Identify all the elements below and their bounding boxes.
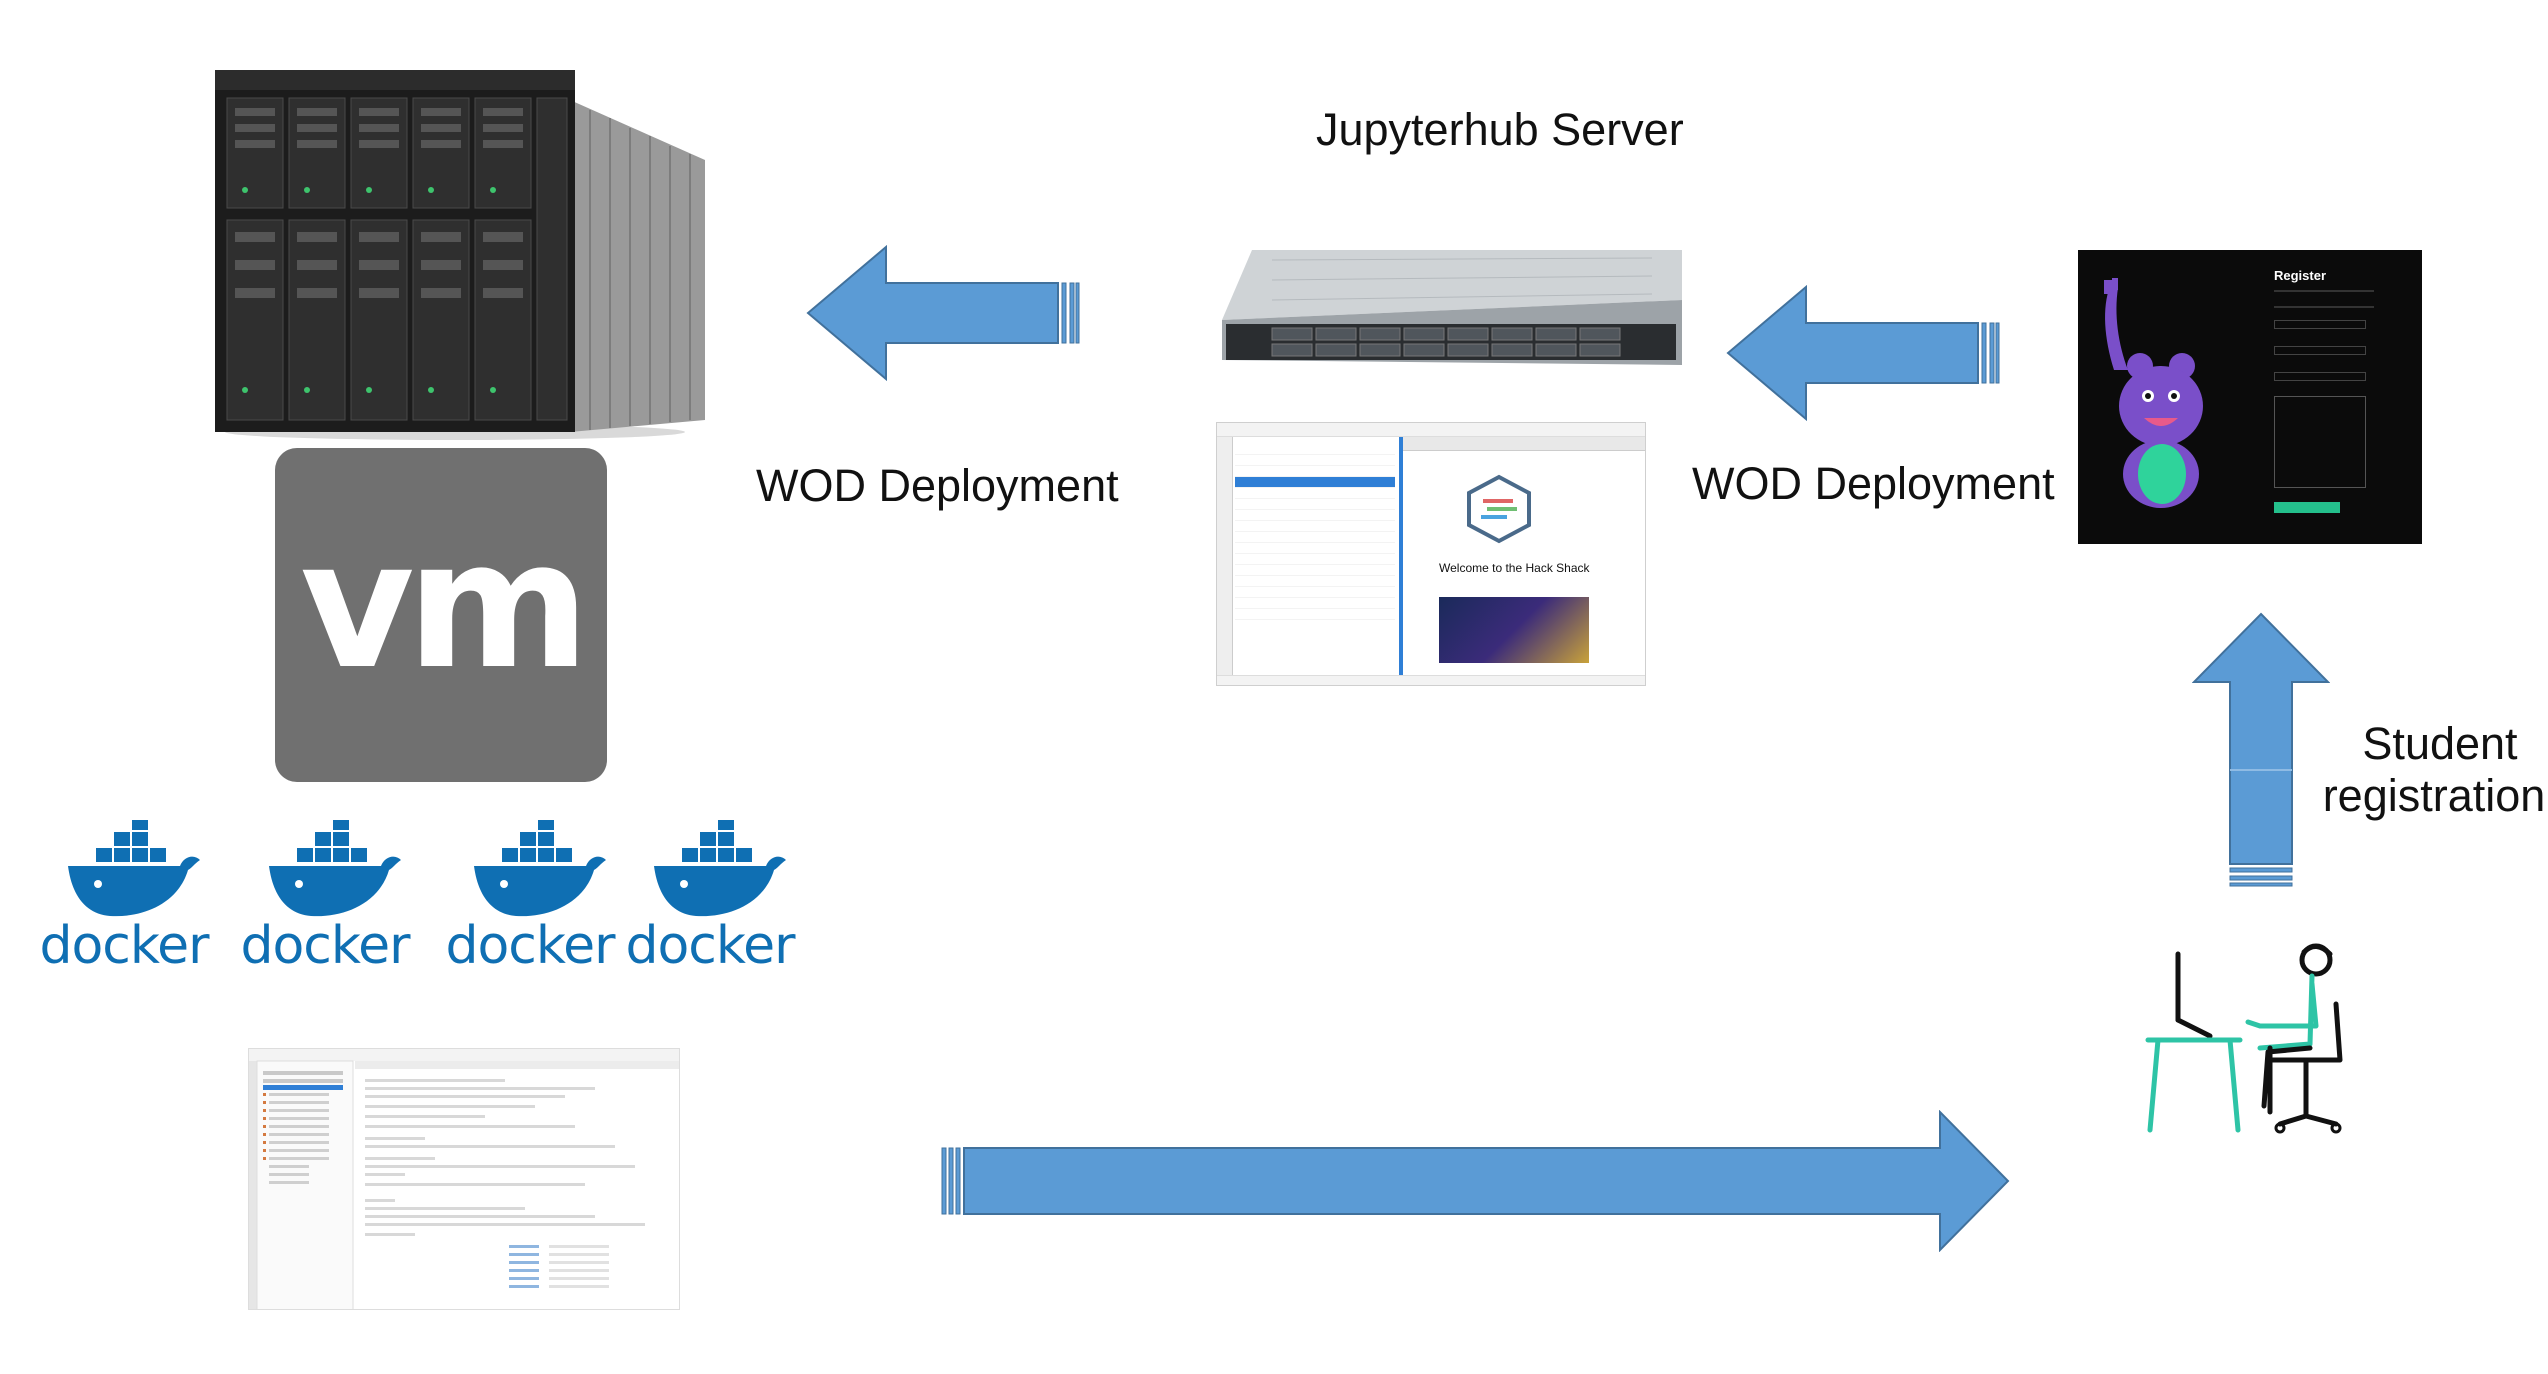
jupyter-main-area: Welcome to the Hack Shack bbox=[1399, 437, 1645, 675]
docker-label: docker bbox=[39, 916, 209, 976]
docker-whale-icon bbox=[68, 820, 200, 917]
student-registration-label-line1: Student bbox=[2362, 718, 2518, 769]
register-field bbox=[2274, 372, 2366, 381]
wod-deployment-label-left: WOD Deployment bbox=[756, 460, 1119, 511]
student-registration-label-line2: registration bbox=[2322, 770, 2546, 821]
jupyter-banner-image bbox=[1439, 597, 1589, 663]
file-row bbox=[1235, 554, 1395, 565]
docker-whale-icon bbox=[654, 820, 786, 917]
file-row bbox=[1235, 598, 1395, 609]
docker-logo: docker bbox=[34, 820, 214, 976]
docker-logo: docker bbox=[235, 820, 415, 976]
docker-logo: docker bbox=[440, 820, 620, 976]
file-row bbox=[1235, 521, 1395, 532]
wod-deployment-label-right: WOD Deployment bbox=[1692, 458, 2055, 509]
file-row bbox=[1235, 532, 1395, 543]
docker-whale-icon bbox=[269, 820, 401, 917]
file-row bbox=[1235, 576, 1395, 587]
file-row bbox=[1235, 488, 1395, 499]
vmware-logo: vm bbox=[275, 448, 607, 782]
jupyter-tabs bbox=[1403, 437, 1645, 451]
student-at-desk-icon bbox=[2145, 943, 2343, 1134]
register-screenshot: Register bbox=[2078, 250, 2422, 544]
vmware-logo-text: vm bbox=[299, 503, 590, 708]
file-row bbox=[1235, 543, 1395, 554]
jupyterhub-server-label: Jupyterhub Server bbox=[1316, 104, 1684, 155]
file-row bbox=[1235, 609, 1395, 620]
file-row bbox=[1235, 466, 1395, 477]
right-arrow-to-student bbox=[941, 1110, 2010, 1252]
register-title: Register bbox=[2274, 268, 2327, 283]
jupyter-sidebar bbox=[1217, 437, 1233, 675]
file-row bbox=[1235, 510, 1395, 521]
mascot-image bbox=[2104, 278, 2203, 508]
jupyter-welcome-text: Welcome to the Hack Shack bbox=[1439, 561, 1590, 575]
docker-logo: docker bbox=[620, 820, 800, 976]
jupyter-menubar bbox=[1217, 423, 1645, 437]
jupyter-file-browser bbox=[1235, 437, 1395, 675]
docker-label: docker bbox=[240, 916, 410, 976]
docker-label: docker bbox=[625, 916, 795, 976]
jupyterlab-screenshot: Welcome to the Hack Shack bbox=[1216, 422, 1646, 686]
file-row bbox=[1235, 587, 1395, 598]
register-field bbox=[2274, 320, 2366, 329]
jupyter-statusbar bbox=[1217, 675, 1645, 685]
left-arrow-wod-deployment bbox=[1726, 285, 2000, 421]
register-terms-box bbox=[2274, 396, 2366, 488]
file-row bbox=[1235, 477, 1395, 488]
up-arrow-student-registration bbox=[2192, 612, 2330, 887]
file-row bbox=[1235, 499, 1395, 510]
docker-whale-icon bbox=[474, 820, 606, 917]
register-button bbox=[2274, 502, 2340, 513]
rack-server-icon bbox=[1212, 230, 1692, 370]
register-intro-text bbox=[2274, 290, 2374, 308]
blade-server-icon bbox=[205, 60, 725, 440]
workshop-notebook-screenshot bbox=[248, 1048, 680, 1310]
register-field bbox=[2274, 346, 2366, 355]
file-row bbox=[1235, 565, 1395, 576]
docker-label: docker bbox=[445, 916, 615, 976]
hack-shack-logo bbox=[1467, 474, 1531, 544]
left-arrow-wod-deployment bbox=[806, 245, 1080, 381]
file-row bbox=[1235, 455, 1395, 466]
file-row bbox=[1235, 437, 1395, 455]
